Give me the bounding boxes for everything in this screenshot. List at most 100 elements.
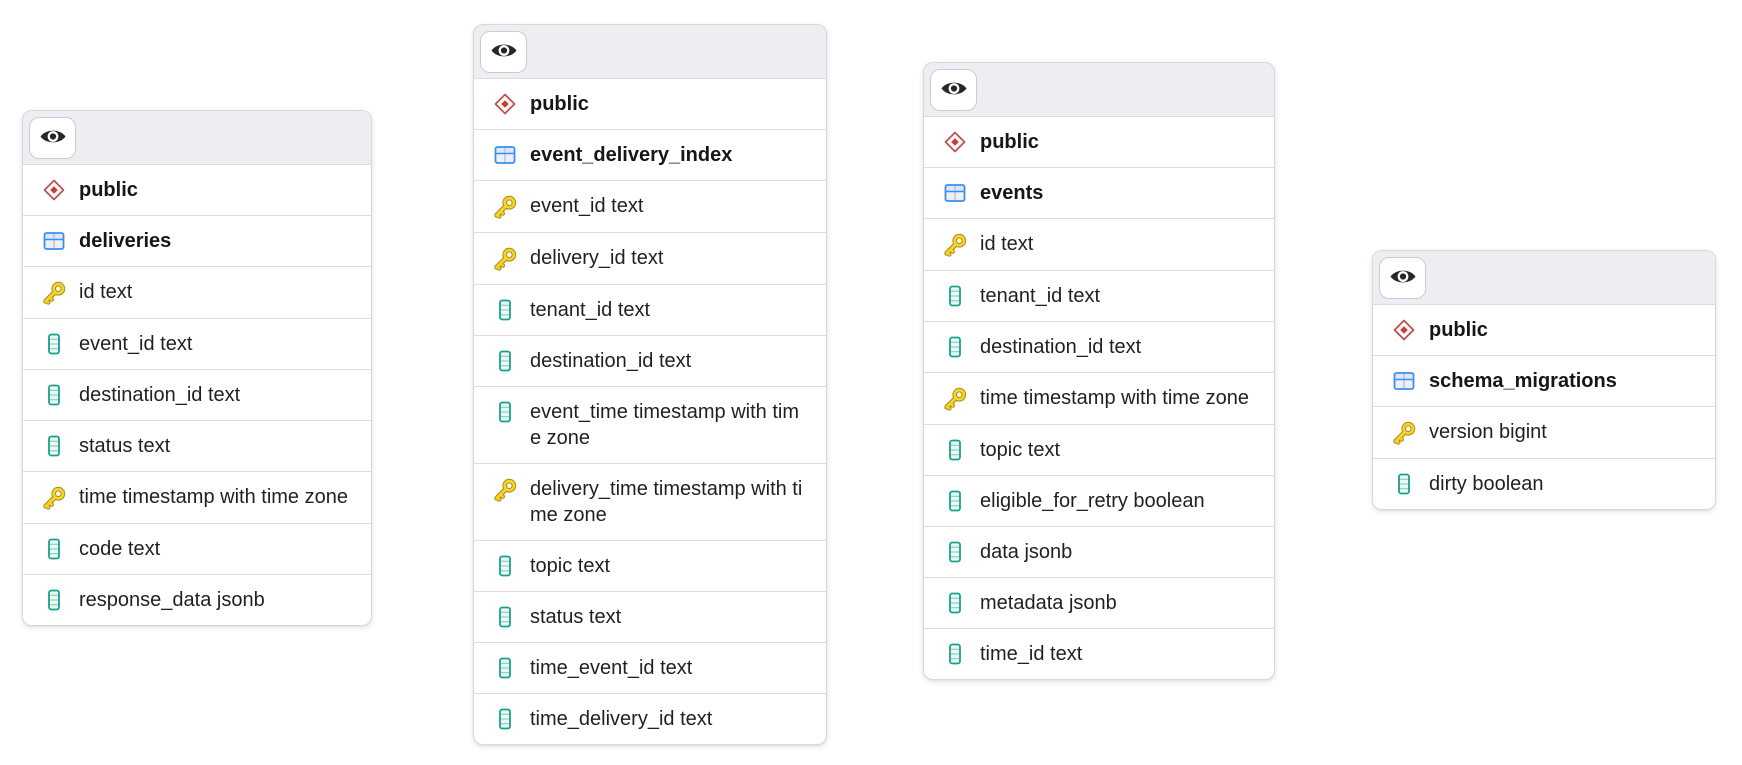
column-icon <box>492 707 518 731</box>
column-icon <box>942 591 968 615</box>
visibility-toggle-button[interactable] <box>930 69 977 111</box>
column-icon <box>942 284 968 308</box>
schema-row[interactable]: public <box>23 165 371 215</box>
visibility-toggle-button[interactable] <box>1379 257 1426 299</box>
column-row-label: destination_id text <box>530 350 692 372</box>
column-row-label: tenant_id text <box>980 285 1101 307</box>
column-row-label: version bigint <box>1429 421 1547 443</box>
column-row-label: tenant_id text <box>530 299 651 321</box>
column-row-label: dirty boolean <box>1429 473 1544 495</box>
column-row[interactable]: time_id text <box>924 628 1274 679</box>
column-row-label: metadata jsonb <box>980 592 1117 614</box>
table-rows: public events id text tenant_id text destina… <box>924 117 1274 679</box>
table-name-row[interactable]: events <box>924 167 1274 218</box>
column-row[interactable]: data jsonb <box>924 526 1274 577</box>
eye-icon <box>1389 265 1417 291</box>
column-row[interactable]: topic text <box>474 540 826 591</box>
column-icon <box>942 642 968 666</box>
table-card-events[interactable]: public events id text tenant_id text destina… <box>923 62 1275 680</box>
primary-key-icon <box>492 194 518 220</box>
primary-key-icon <box>942 232 968 258</box>
eye-icon <box>940 77 968 103</box>
column-row[interactable]: time timestamp with time zone <box>924 372 1274 424</box>
table-name-row-label: deliveries <box>79 230 172 252</box>
column-row[interactable]: tenant_id text <box>924 270 1274 321</box>
schema-icon <box>1391 318 1417 342</box>
schema-icon <box>492 92 518 116</box>
schema-icon <box>41 178 67 202</box>
column-row[interactable]: version bigint <box>1373 406 1715 458</box>
column-icon <box>942 335 968 359</box>
column-row[interactable]: destination_id text <box>474 335 826 386</box>
table-card-header <box>23 111 371 165</box>
column-row-label: event_time timestamp with time zone <box>530 401 799 449</box>
column-row[interactable]: time_delivery_id text <box>474 693 826 744</box>
column-row[interactable]: response_data jsonb <box>23 574 371 625</box>
column-row[interactable]: eligible_for_retry boolean <box>924 475 1274 526</box>
column-row[interactable]: status text <box>23 420 371 471</box>
column-row[interactable]: id text <box>924 218 1274 270</box>
table-card-header <box>924 63 1274 117</box>
primary-key-icon <box>41 280 67 306</box>
visibility-toggle-button[interactable] <box>480 31 527 73</box>
column-row[interactable]: time timestamp with time zone <box>23 471 371 523</box>
primary-key-icon <box>41 485 67 511</box>
column-row[interactable]: event_id text <box>474 180 826 232</box>
table-icon <box>41 229 67 253</box>
column-row[interactable]: time_event_id text <box>474 642 826 693</box>
table-name-row[interactable]: event_delivery_index <box>474 129 826 180</box>
column-icon <box>1391 472 1417 496</box>
table-name-row-label: schema_migrations <box>1429 370 1617 392</box>
column-row[interactable]: status text <box>474 591 826 642</box>
table-icon <box>1391 369 1417 393</box>
table-name-row[interactable]: deliveries <box>23 215 371 266</box>
column-row[interactable]: destination_id text <box>23 369 371 420</box>
column-row-label: destination_id text <box>980 336 1142 358</box>
column-row[interactable]: code text <box>23 523 371 574</box>
column-row[interactable]: event_time timestamp with time zone <box>474 386 826 463</box>
column-row-label: topic text <box>980 439 1061 461</box>
column-icon <box>942 489 968 513</box>
table-name-row[interactable]: schema_migrations <box>1373 355 1715 406</box>
column-icon <box>41 434 67 458</box>
column-row-label: id text <box>980 233 1034 255</box>
column-row-label: id text <box>79 281 133 303</box>
column-row-label: time_id text <box>980 643 1083 665</box>
column-row[interactable]: destination_id text <box>924 321 1274 372</box>
column-row-label: topic text <box>530 555 611 577</box>
visibility-toggle-button[interactable] <box>29 117 76 159</box>
column-row-label: response_data jsonb <box>79 589 265 611</box>
column-row[interactable]: id text <box>23 266 371 318</box>
column-icon <box>492 298 518 322</box>
column-icon <box>492 554 518 578</box>
eye-icon <box>490 39 518 65</box>
primary-key-icon <box>492 246 518 272</box>
table-icon <box>942 181 968 205</box>
schema-row-label: public <box>980 131 1039 153</box>
column-row[interactable]: metadata jsonb <box>924 577 1274 628</box>
column-row[interactable]: tenant_id text <box>474 284 826 335</box>
column-row[interactable]: topic text <box>924 424 1274 475</box>
schema-row[interactable]: public <box>1373 305 1715 355</box>
schema-row[interactable]: public <box>924 117 1274 167</box>
column-row-label: data jsonb <box>980 541 1073 563</box>
schema-row[interactable]: public <box>474 79 826 129</box>
column-icon <box>41 588 67 612</box>
schema-icon <box>942 130 968 154</box>
column-row-label: time_event_id text <box>530 657 693 679</box>
column-row[interactable]: delivery_id text <box>474 232 826 284</box>
schema-row-label: public <box>79 179 138 201</box>
column-row[interactable]: dirty boolean <box>1373 458 1715 509</box>
table-icon <box>492 143 518 167</box>
table-name-row-label: events <box>980 182 1044 204</box>
column-row-label: eligible_for_retry boolean <box>980 490 1205 512</box>
column-row[interactable]: event_id text <box>23 318 371 369</box>
column-row[interactable]: delivery_time timestamp with time zone <box>474 463 826 540</box>
column-row-label: time timestamp with time zone <box>79 486 348 508</box>
